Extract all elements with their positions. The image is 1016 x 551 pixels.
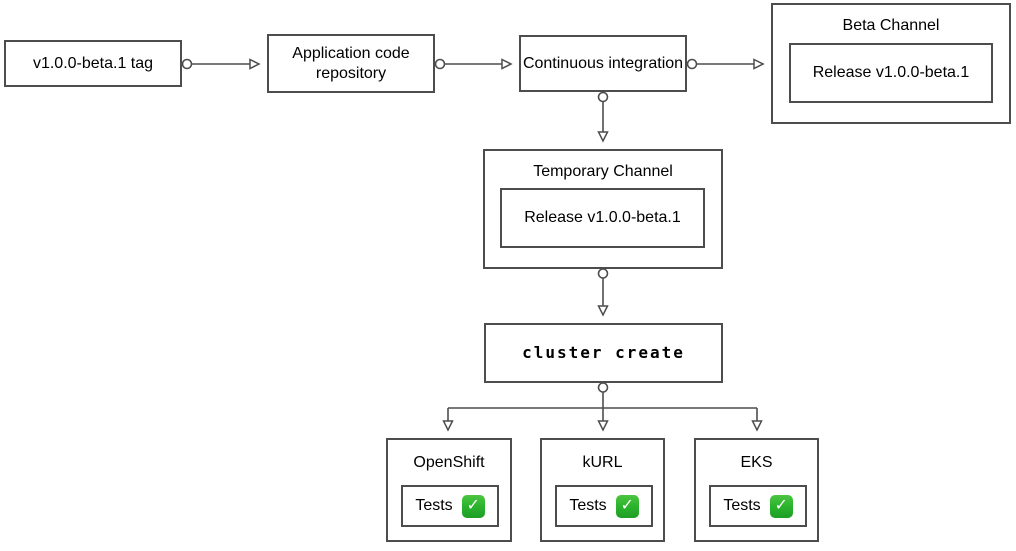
kurl-tests-box: Tests ✓ xyxy=(555,485,653,527)
connector-repo-to-ci xyxy=(434,58,513,70)
eks-tests-box: Tests ✓ xyxy=(709,485,807,527)
beta-channel-release-box: Release v1.0.0-beta.1 xyxy=(789,43,993,103)
check-mark-icon: ✓ xyxy=(615,494,639,518)
connector-cluster-create-branches xyxy=(442,382,763,432)
node-version-tag: v1.0.0-beta.1 tag xyxy=(4,40,182,87)
kurl-tests-label: Tests xyxy=(569,497,607,514)
node-kurl: kURL Tests ✓ xyxy=(540,438,665,542)
connector-ci-to-temp-channel xyxy=(597,91,609,143)
eks-tests-label: Tests xyxy=(723,497,761,514)
node-openshift: OpenShift Tests ✓ xyxy=(386,438,512,542)
cluster-create-label: cluster create xyxy=(522,343,685,362)
check-mark-icon: ✓ xyxy=(461,494,485,518)
openshift-tests-box: Tests ✓ xyxy=(401,485,499,527)
temporary-channel-release-box: Release v1.0.0-beta.1 xyxy=(500,188,705,248)
openshift-tests-label: Tests xyxy=(415,497,453,514)
node-temporary-channel: Temporary Channel Release v1.0.0-beta.1 xyxy=(483,149,723,269)
beta-channel-title: Beta Channel xyxy=(842,17,940,34)
eks-title: EKS xyxy=(740,454,773,471)
temporary-channel-release-label: Release v1.0.0-beta.1 xyxy=(524,209,681,226)
node-version-tag-label: v1.0.0-beta.1 tag xyxy=(32,54,154,72)
node-app-code-repository-label: Application code repository xyxy=(292,44,410,82)
kurl-title: kURL xyxy=(582,454,623,471)
node-eks: EKS Tests ✓ xyxy=(694,438,819,542)
node-continuous-integration-label: Continuous integration xyxy=(522,54,684,72)
connector-tag-to-repo xyxy=(181,58,261,70)
node-beta-channel: Beta Channel Release v1.0.0-beta.1 xyxy=(771,3,1011,124)
openshift-title: OpenShift xyxy=(413,454,485,471)
beta-channel-release-label: Release v1.0.0-beta.1 xyxy=(812,64,970,81)
temporary-channel-title: Temporary Channel xyxy=(533,163,673,180)
connector-ci-to-beta-channel xyxy=(686,58,765,70)
connector-temp-channel-to-cluster-create xyxy=(597,268,609,317)
node-continuous-integration: Continuous integration xyxy=(519,35,687,92)
node-app-code-repository: Application code repository xyxy=(267,34,435,93)
node-cluster-create: cluster create xyxy=(484,323,723,383)
check-mark-icon: ✓ xyxy=(769,494,793,518)
